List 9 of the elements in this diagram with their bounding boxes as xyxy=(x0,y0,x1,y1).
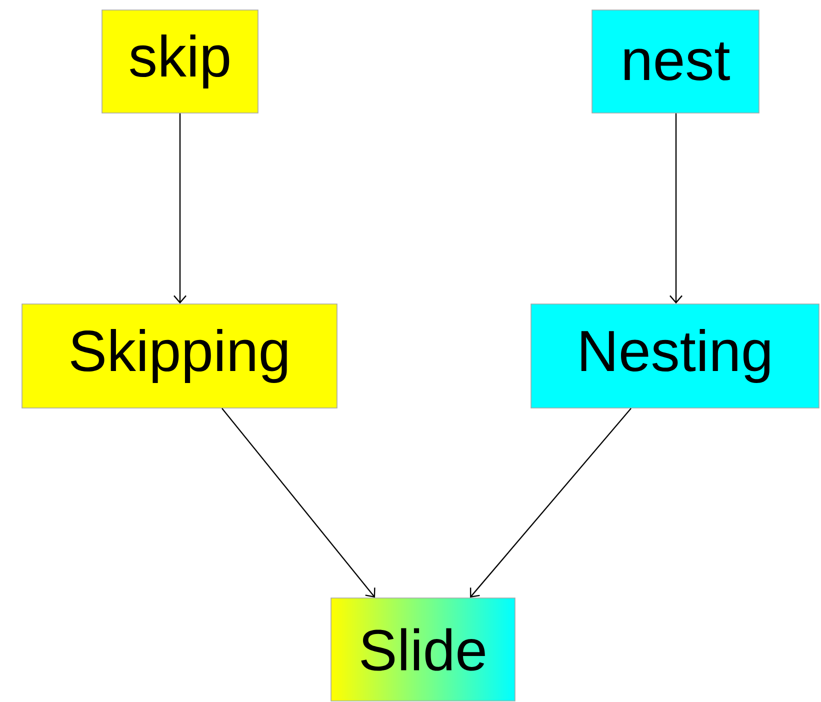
arrow xyxy=(470,408,632,598)
label-box: nest xyxy=(592,10,760,114)
label-box: Nesting xyxy=(530,304,820,408)
arrow xyxy=(222,408,376,598)
label-box: Slide xyxy=(330,598,516,702)
label-box: skip xyxy=(102,10,258,114)
arrow xyxy=(670,113,682,304)
arrow xyxy=(174,113,186,304)
label-box: Skipping xyxy=(22,304,338,408)
